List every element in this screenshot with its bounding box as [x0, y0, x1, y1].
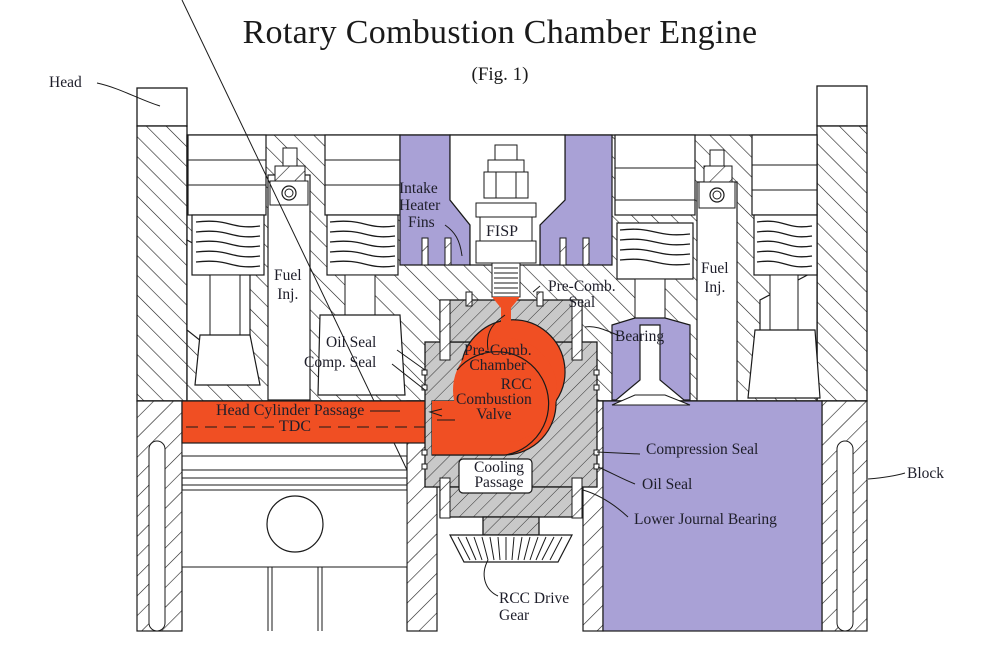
fuel-injector-left: [267, 147, 311, 401]
head-right-wall: [816, 85, 868, 402]
valve-head-right: [611, 394, 691, 406]
label-rcc-combustion-valve: RCC Combustion Valve: [456, 376, 532, 423]
label-bearing: Bearing: [615, 328, 665, 345]
label-fuel-inj-right: Fuel Inj.: [701, 260, 729, 296]
label-lower-journal-bearing: Lower Journal Bearing: [634, 511, 777, 528]
label-rcc-drive-gear: RCC Drive Gear: [499, 590, 570, 624]
label-tdc: TDC: [276, 419, 314, 435]
label-oil-seal-lower: Oil Seal: [642, 476, 693, 493]
pre-combustion-chamber: [431, 297, 566, 456]
valve-assembly-2: [317, 134, 406, 396]
figure-title: Rotary Combustion Chamber Engine: [242, 14, 758, 51]
label-comp-seal-upper: Comp. Seal: [304, 354, 377, 371]
valve-assembly-3: [608, 134, 696, 406]
label-intake-heater-fins: Intake Heater Fins: [399, 180, 441, 231]
fuel-injector-right: [696, 149, 738, 403]
rcc-drive-gear: [449, 534, 573, 563]
label-head: Head: [49, 74, 82, 91]
label-block: Block: [907, 465, 945, 482]
label-pre-comb-seal: Pre-Comb. Seal: [548, 278, 616, 311]
label-compression-seal: Compression Seal: [646, 441, 759, 458]
leader-lines: [96, 82, 906, 597]
intake-heater-region: [399, 134, 613, 266]
fisp-plug: [449, 134, 566, 298]
piston-left: [181, 0, 408, 631]
figure-subtitle: (Fig. 1): [471, 64, 529, 85]
label-oil-seal-upper: Oil Seal: [326, 334, 377, 351]
label-fisp: FISP: [486, 223, 519, 240]
label-head-cylinder-passage: Head Cylinder Passage: [216, 402, 365, 419]
label-cooling-passage: Cooling Passage: [474, 459, 524, 491]
label-pre-comb-chamber: Pre-Comb. Chamber: [464, 342, 532, 374]
head-left-wall: [136, 87, 188, 402]
right-cylinder-intake: [602, 400, 823, 632]
valve-assembly-4: [747, 134, 821, 399]
label-fuel-inj-left: Fuel Inj.: [274, 267, 302, 303]
